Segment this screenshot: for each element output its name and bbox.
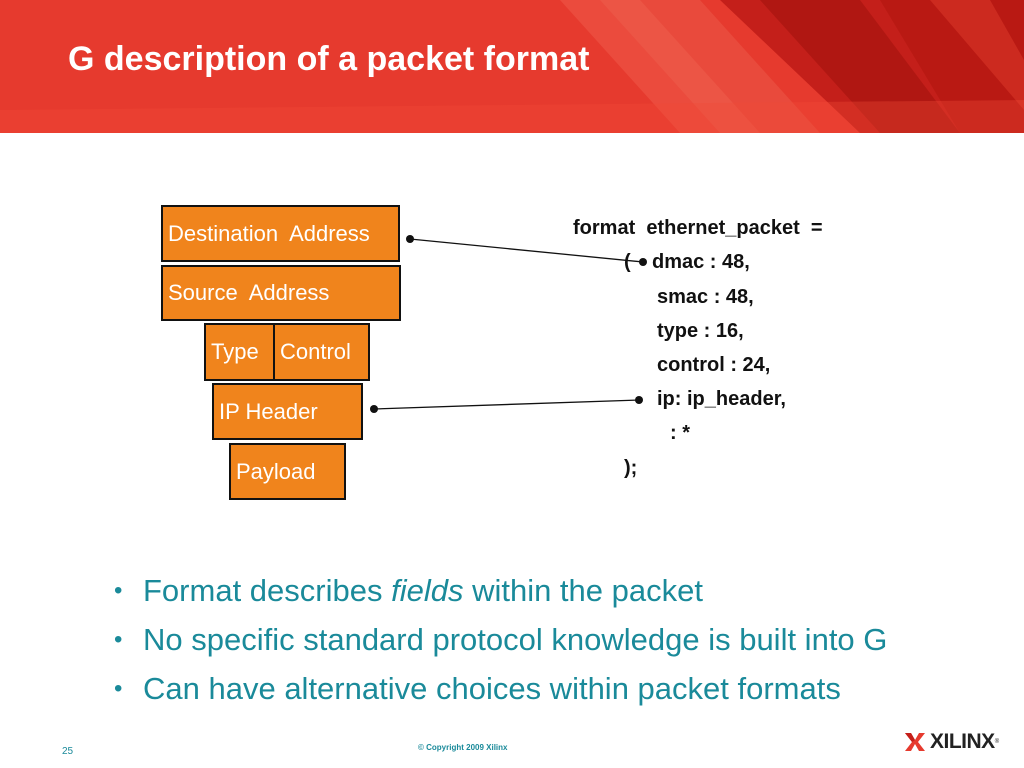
bullet-1-emphasis: fields — [391, 573, 464, 608]
slide-title: G description of a packet format — [68, 40, 590, 78]
payload-box: Payload — [229, 443, 346, 500]
bullet-item: • Can have alternative choices within pac… — [114, 664, 887, 713]
bullet-1-text-end: within the packet — [463, 573, 703, 608]
xilinx-mark-icon — [905, 733, 925, 751]
bullet-list: • Format describes fields within the pack… — [114, 566, 887, 713]
dmac-connector-start-dot — [406, 235, 414, 243]
code-line-dmac: dmac : 48, — [652, 251, 750, 273]
banner-graphic — [0, 0, 1024, 133]
header-banner: G description of a packet format — [0, 0, 1024, 133]
ip-connector-end-dot — [635, 396, 643, 404]
bullet-3-text: Can have alternative choices within pack… — [143, 671, 841, 706]
destination-address-box: Destination Address — [161, 205, 400, 262]
copyright-notice: © Copyright 2009 Xilinx — [418, 743, 508, 752]
source-address-box: Source Address — [161, 265, 401, 321]
bullet-1-text-start: Format describes — [143, 573, 392, 608]
control-cell: Control — [273, 325, 368, 379]
ip-connector — [373, 399, 640, 410]
code-line-smac: smac : 48, — [657, 286, 754, 308]
code-line-open-paren: ( — [624, 251, 631, 273]
bullet-marker: • — [114, 675, 123, 702]
xilinx-logo: XILINX® — [904, 730, 999, 754]
ip-header-label: IP Header — [219, 398, 318, 424]
ip-header-box: IP Header — [212, 383, 363, 440]
bullet-marker: • — [114, 626, 123, 653]
xilinx-trademark: ® — [994, 739, 1000, 745]
ip-connector-start-dot — [370, 405, 378, 413]
code-line-control: control : 24, — [657, 354, 771, 376]
code-line-wildcard: : * — [670, 422, 690, 444]
code-line-format: format ethernet_packet = — [573, 217, 823, 239]
page-number: 25 — [62, 746, 74, 757]
bullet-2-text: No specific standard protocol knowledge … — [143, 622, 888, 657]
type-label: Type — [211, 339, 259, 364]
source-address-label: Source Address — [168, 280, 330, 305]
dmac-connector — [409, 238, 644, 263]
type-control-box: Type Control — [204, 323, 370, 381]
destination-address-label: Destination Address — [168, 220, 370, 246]
xilinx-logo-text: XILINX — [930, 730, 995, 753]
dmac-connector-end-dot — [639, 258, 647, 266]
bullet-marker: • — [114, 577, 123, 604]
code-line-close: ); — [624, 457, 638, 479]
control-label: Control — [280, 339, 351, 364]
bullet-item: • No specific standard protocol knowledge… — [114, 615, 887, 664]
code-line-ip: ip: ip_header, — [657, 388, 786, 410]
bullet-item: • Format describes fields within the pack… — [114, 566, 887, 615]
payload-label: Payload — [236, 458, 316, 484]
code-line-type: type : 16, — [657, 320, 744, 342]
type-cell: Type — [206, 325, 273, 379]
